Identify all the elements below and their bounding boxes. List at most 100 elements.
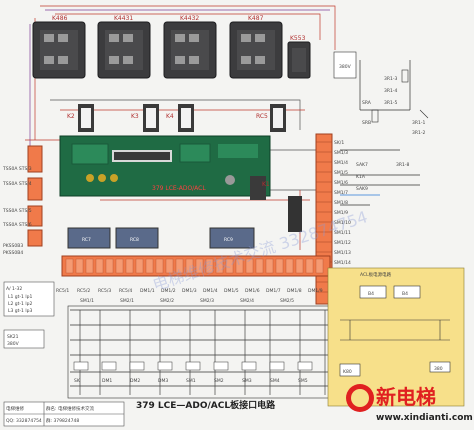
circuit-label: SM2 bbox=[214, 378, 224, 384]
left-conn-label-2: TSS0A STS/5 bbox=[2, 208, 32, 214]
bottom-mid-label: SM2/3 bbox=[200, 298, 214, 304]
legend-box: A/ 1-32 L1 gt-1 lp1 L2 gt-1 lp2 L3 gt-1 … bbox=[3, 281, 55, 317]
relay-k4-label: K4 bbox=[166, 113, 174, 120]
right-panel: 380V 3R1-3 3R1-4 3R1-5 SRA SRB 3R1-1 3R1… bbox=[333, 51, 429, 192]
bottom-terminal bbox=[275, 258, 284, 274]
bottom-terminal bbox=[125, 258, 134, 274]
bottom-terminal bbox=[185, 258, 194, 274]
right-terminal-label: SM1/6 bbox=[334, 180, 348, 186]
left-conn-label-0: TSS0A STS/3 bbox=[2, 166, 32, 172]
circuit-label: DM1 bbox=[102, 378, 112, 384]
bottom-terminal bbox=[165, 258, 174, 274]
info-box: SK21 380V bbox=[3, 329, 45, 349]
bottom-terminal bbox=[195, 258, 204, 274]
block-rc9: RC9 bbox=[224, 237, 233, 243]
relay-k2-label: K2 bbox=[67, 113, 75, 120]
bottom-terminal-label: DM1/2 bbox=[161, 288, 176, 294]
circuit-label: DM3 bbox=[158, 378, 168, 384]
bottom-terminal bbox=[245, 258, 254, 274]
circuit-label: SK bbox=[74, 378, 81, 384]
circuit-label: SM1 bbox=[186, 378, 196, 384]
left-small-0: PKSS0B3 bbox=[3, 243, 23, 249]
contactor-k4432-label: K4432 bbox=[180, 15, 199, 22]
right-terminal-label: SM1/10 bbox=[334, 220, 351, 226]
bottom-terminal bbox=[215, 258, 224, 274]
footer-col2: 群名: 电梯维修技术交流 bbox=[46, 405, 94, 412]
right-terminal-label: SM1/12 bbox=[334, 240, 351, 246]
yellow-panel: ACL板电源电路 B4 B4 K80 380 bbox=[327, 267, 465, 407]
circuit-label: DM2 bbox=[130, 378, 140, 384]
contactor-k553-label: K553 bbox=[290, 35, 306, 42]
rp-text-2: 3R1-5 bbox=[384, 100, 397, 106]
bottom-terminal-label: DM1/9 bbox=[308, 288, 323, 294]
right-terminal-label: SM1/5 bbox=[334, 170, 348, 176]
bottom-mid-label: SM2/1 bbox=[120, 298, 134, 304]
right-terminal-label: SM1/8 bbox=[334, 200, 348, 206]
pcb-label: 379 LCE-ADO/ACL bbox=[152, 185, 206, 192]
rp-text-0: 3R1-3 bbox=[384, 76, 397, 82]
yellow-title: ACL板电源电路 bbox=[360, 271, 392, 278]
footer-row2a: QQ: 332874754 bbox=[6, 418, 42, 424]
bottom-terminal bbox=[145, 258, 154, 274]
circuit-element bbox=[157, 361, 173, 371]
bottom-mid-label: SM2/4 bbox=[240, 298, 254, 304]
footer-col1: 电梯维修 bbox=[6, 405, 24, 412]
rp-text-3: SRA bbox=[362, 100, 372, 106]
diagram-title: 379 LCE—ADO/ACL板接口电路 bbox=[136, 399, 276, 411]
left-conn-label-3: TSS0A STS/6 bbox=[2, 222, 32, 228]
yellow-out: 380 bbox=[434, 366, 443, 372]
pcb-board: 379 LCE-ADO/ACL K1 bbox=[59, 135, 271, 200]
contactor-k486-label: K486 bbox=[52, 15, 68, 22]
right-terminal-label: SM1/3 bbox=[334, 150, 348, 156]
rp-text-4: SRB bbox=[362, 120, 371, 126]
circuit-element bbox=[185, 361, 201, 371]
circuit-label: SM3 bbox=[242, 378, 252, 384]
rp-code-3: 3R1-8 bbox=[396, 162, 409, 168]
circuit-label: SM4 bbox=[270, 378, 280, 384]
legend-line-2: L3 gt-1 lp3 bbox=[8, 308, 32, 314]
left-connectors: TSS0A STS/3 TSS0A STS/4 TSS0A STS/5 TSS0… bbox=[2, 145, 43, 256]
bottom-terminal bbox=[95, 258, 104, 274]
right-terminal-label: SM1/9 bbox=[334, 210, 348, 216]
bottom-terminal bbox=[65, 258, 74, 274]
yellow-k1: K80 bbox=[343, 369, 352, 375]
yellow-b2: B4 bbox=[402, 291, 408, 297]
circuit-element bbox=[297, 361, 313, 371]
block-rc8: RC8 bbox=[130, 237, 139, 243]
circuit-element bbox=[269, 361, 285, 371]
block-rc7: RC7 bbox=[82, 237, 91, 243]
contactor-row: K486 K4431 K4432 K487 K553 bbox=[32, 15, 311, 79]
legend-title: A/ 1-32 bbox=[6, 286, 22, 292]
yellow-b1: B4 bbox=[368, 291, 374, 297]
right-terminal-label: SM1/4 bbox=[334, 160, 348, 166]
bottom-terminal bbox=[235, 258, 244, 274]
relay-k1-label: K1 bbox=[262, 181, 270, 188]
right-terminal-label: SK/1 bbox=[334, 140, 344, 146]
bottom-terminal-label: DM1/5 bbox=[224, 288, 239, 294]
legend-line-1: L2 gt-1 lp2 bbox=[8, 301, 32, 307]
left-small-1: PKSS0B4 bbox=[3, 250, 23, 256]
bottom-terminal bbox=[295, 258, 304, 274]
bottom-terminal bbox=[75, 258, 84, 274]
bottom-terminal-label: DM1/6 bbox=[245, 288, 260, 294]
bottom-circuit: SK DM1 DM2 DM3 SM1 SM2 SM3 SM4 SM5 bbox=[67, 305, 335, 399]
mid-blocks: RC7 RC8 RC9 bbox=[67, 196, 302, 249]
bottom-terminal bbox=[225, 258, 234, 274]
rp-code-2: SAK9 bbox=[356, 186, 368, 192]
bottom-terminal bbox=[175, 258, 184, 274]
info-line-1: 380V bbox=[7, 341, 20, 347]
logo-url: www.xindianti.com bbox=[376, 413, 473, 423]
circuit-label: SM5 bbox=[298, 378, 308, 384]
rp-text-1: 3R1-4 bbox=[384, 88, 397, 94]
bottom-mid-label: SM1/1 bbox=[80, 298, 94, 304]
right-terminal-label: SM1/13 bbox=[334, 250, 351, 256]
circuit-element bbox=[213, 361, 229, 371]
bottom-terminal bbox=[315, 258, 324, 274]
relay-rc5-label: RC5 bbox=[256, 113, 268, 120]
bottom-terminal-label: DM1/1 bbox=[140, 288, 155, 294]
relay-k1 bbox=[250, 176, 266, 200]
bottom-terminal bbox=[85, 258, 94, 274]
bottom-terminal bbox=[135, 258, 144, 274]
